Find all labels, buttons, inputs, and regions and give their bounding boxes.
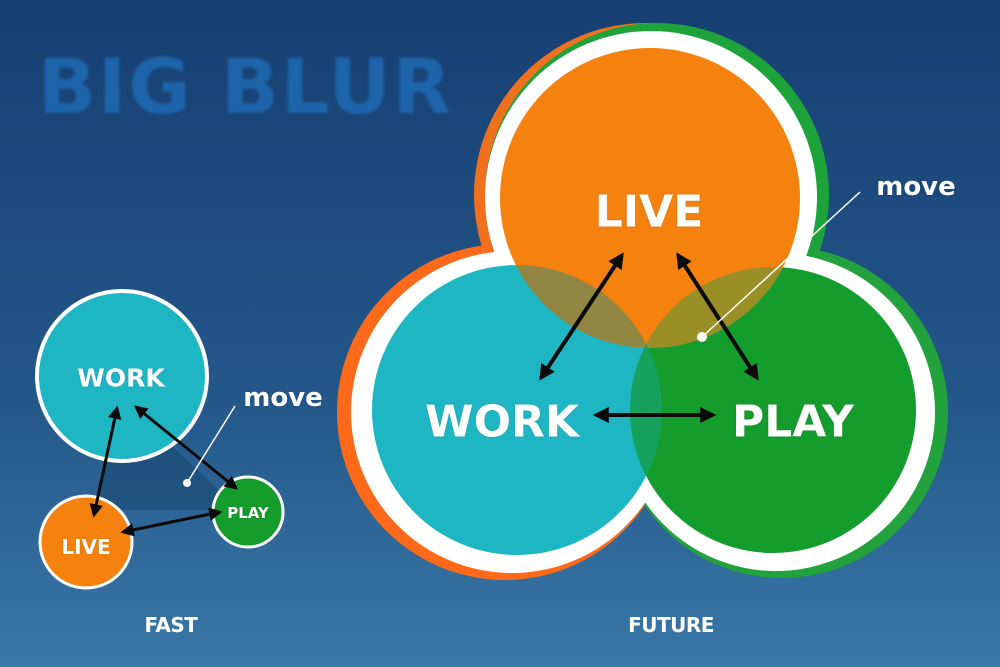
fast-label-work: WORK [77,363,165,393]
fast-arrow-live-play [120,507,223,537]
future-label-play: PLAY [732,396,854,448]
fast-arrow-work-play [133,405,239,490]
future-arrow-live-play [676,252,759,381]
future-caption: FUTURE [628,613,714,637]
fast-arrow-work-live [89,405,122,518]
fast-caption: FAST [144,613,198,637]
fast-label-live: LIVE [61,535,111,559]
page-title: BIG BLUR [38,42,453,131]
future-move-pointer [701,191,861,338]
future-arrow-live-work [539,252,624,381]
fast-label-move: move [243,383,323,413]
fast-label-play: PLAY [227,504,269,522]
future-label-move: move [876,172,956,202]
fast-move-dot [183,479,191,487]
future-label-live: LIVE [594,186,704,238]
fast-move-pointer [186,405,236,484]
future-label-work: WORK [425,396,579,448]
future-move-dot [697,332,707,342]
fast-diagram-group [35,289,285,590]
fast-circle-live [38,494,134,590]
future-venn-group [337,23,948,580]
